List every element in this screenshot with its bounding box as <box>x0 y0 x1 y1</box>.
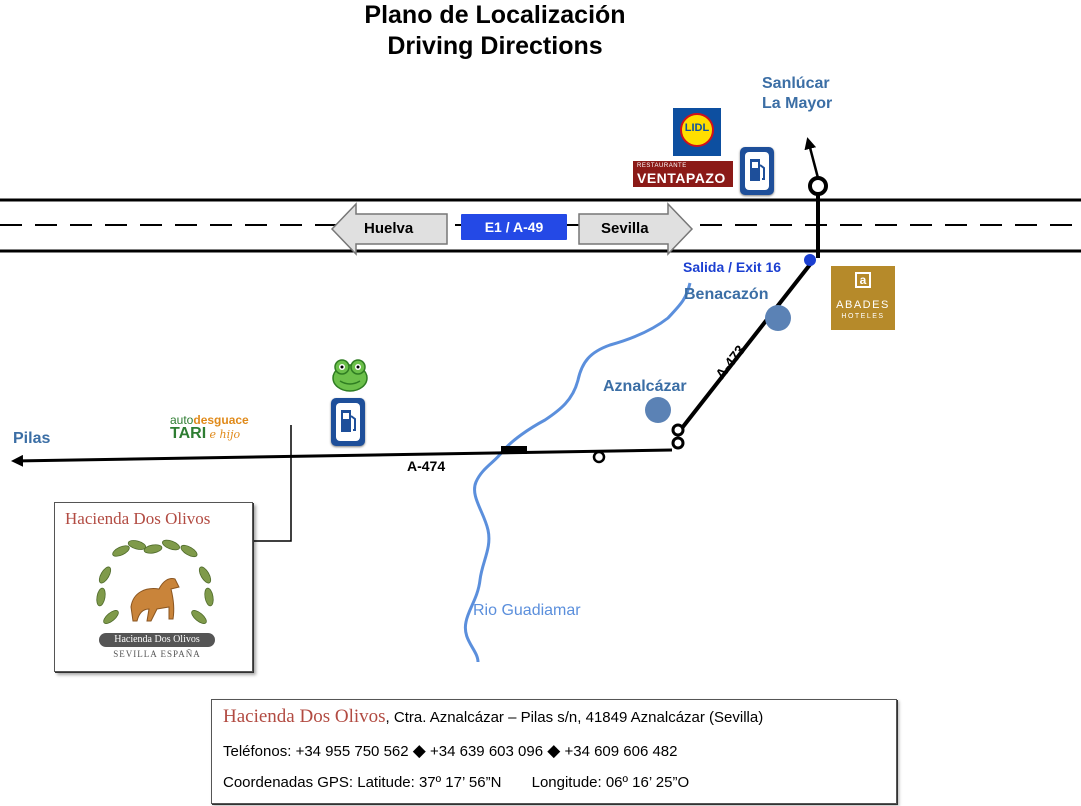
bridge-icon <box>501 446 527 454</box>
location-dot-icon <box>804 254 816 266</box>
autodesguace-tari-logo: autodesguace TARI e hijo <box>170 413 280 443</box>
sevilla-arrow-shape <box>578 202 694 256</box>
hacienda-card-title: Hacienda Dos Olivos <box>65 509 211 528</box>
road-a474-label: A-474 <box>407 458 446 474</box>
contact-phones-line: Teléfonos: +34 955 750 562 ◆ +34 639 603… <box>223 741 678 761</box>
roundabout-icon <box>671 436 685 450</box>
highway-west-label: Huelva <box>364 220 414 237</box>
fuel-station-icon <box>740 147 774 195</box>
contact-name: Hacienda Dos Olivos <box>223 706 386 727</box>
ventapazo-logo: RESTAURANTE VENTAPAZO <box>633 161 733 187</box>
gps-latitude: Latitude: 37º 17’ 56”N <box>357 774 502 791</box>
hacienda-connector-line <box>252 425 292 542</box>
river-label: Rio Guadiamar <box>473 602 581 619</box>
aznalcazar-label: Aznalcázar <box>603 378 687 395</box>
gps-label: Coordenadas GPS: <box>223 774 354 791</box>
road-a474 <box>11 448 673 467</box>
roundabout-icon <box>671 423 685 437</box>
frog-icon <box>332 359 368 392</box>
tari-desguace-text: desguace <box>193 413 249 427</box>
page-title: Plano de Localización <box>364 1 626 29</box>
exit-label: Salida / Exit 16 <box>683 259 782 275</box>
pilas-label: Pilas <box>13 430 51 447</box>
phone-2[interactable]: +34 639 603 096 <box>430 743 544 760</box>
abades-hoteles-logo: a ABADES HOTELES <box>831 266 895 330</box>
phone-3[interactable]: +34 609 606 482 <box>564 743 678 760</box>
location-dot-icon <box>645 397 671 423</box>
tari-hijo-text: e hijo <box>209 428 241 441</box>
contact-gps-line: Coordenadas GPS: Latitude: 37º 17’ 56”N … <box>223 774 689 791</box>
page-subtitle: Driving Directions <box>387 32 603 60</box>
lidl-logo: LIDL <box>673 108 721 156</box>
gps-longitude: Longitude: 06º 16’ 25”O <box>531 774 690 791</box>
ventapazo-small-text: RESTAURANTE <box>637 163 687 169</box>
contact-info-box: Hacienda Dos Olivos, Ctra. Aznalcázar – … <box>211 699 897 804</box>
tari-auto-text: auto <box>170 413 194 427</box>
sanlucar-label-line2: La Mayor <box>762 95 833 112</box>
diamond-icon: ◆ <box>412 741 426 760</box>
sanlucar-arrow <box>804 137 820 179</box>
tari-name-text: TARI <box>170 425 207 442</box>
benacazon-label: Benacazón <box>684 286 769 303</box>
lidl-logo-text: LIDL <box>684 122 710 134</box>
hoteles-text: HOTELES <box>841 313 885 320</box>
diamond-icon: ◆ <box>547 741 561 760</box>
highway-east-label: Sevilla <box>601 220 649 237</box>
huelva-arrow-shape <box>330 202 448 256</box>
hacienda-crest-place: SEVILLA ESPAÑA <box>113 649 201 659</box>
road-a473 <box>680 260 814 430</box>
horse-olive-crest-icon <box>96 539 214 624</box>
hacienda-card: Hacienda Dos Olivos Hacienda Dos Olivos … <box>54 502 253 672</box>
phones-label: Teléfonos: <box>223 743 292 760</box>
contact-address: , Ctra. Aznalcázar – Pilas s/n, 41849 Az… <box>385 709 764 726</box>
contact-address-line: Hacienda Dos Olivos, Ctra. Aznalcázar – … <box>223 706 763 728</box>
ventapazo-text: VENTAPAZO <box>637 170 726 186</box>
roundabout-icon <box>808 176 828 196</box>
roundabout-icon <box>592 450 606 464</box>
abades-text: ABADES <box>836 299 890 311</box>
highway-badge: E1 / A-49 <box>461 214 567 240</box>
location-dot-icon <box>765 305 791 331</box>
phone-1[interactable]: +34 955 750 562 <box>295 743 409 760</box>
fuel-station-icon <box>331 398 365 446</box>
sanlucar-label-line1: Sanlúcar <box>762 75 830 92</box>
hacienda-crest-name: Hacienda Dos Olivos <box>99 633 215 647</box>
